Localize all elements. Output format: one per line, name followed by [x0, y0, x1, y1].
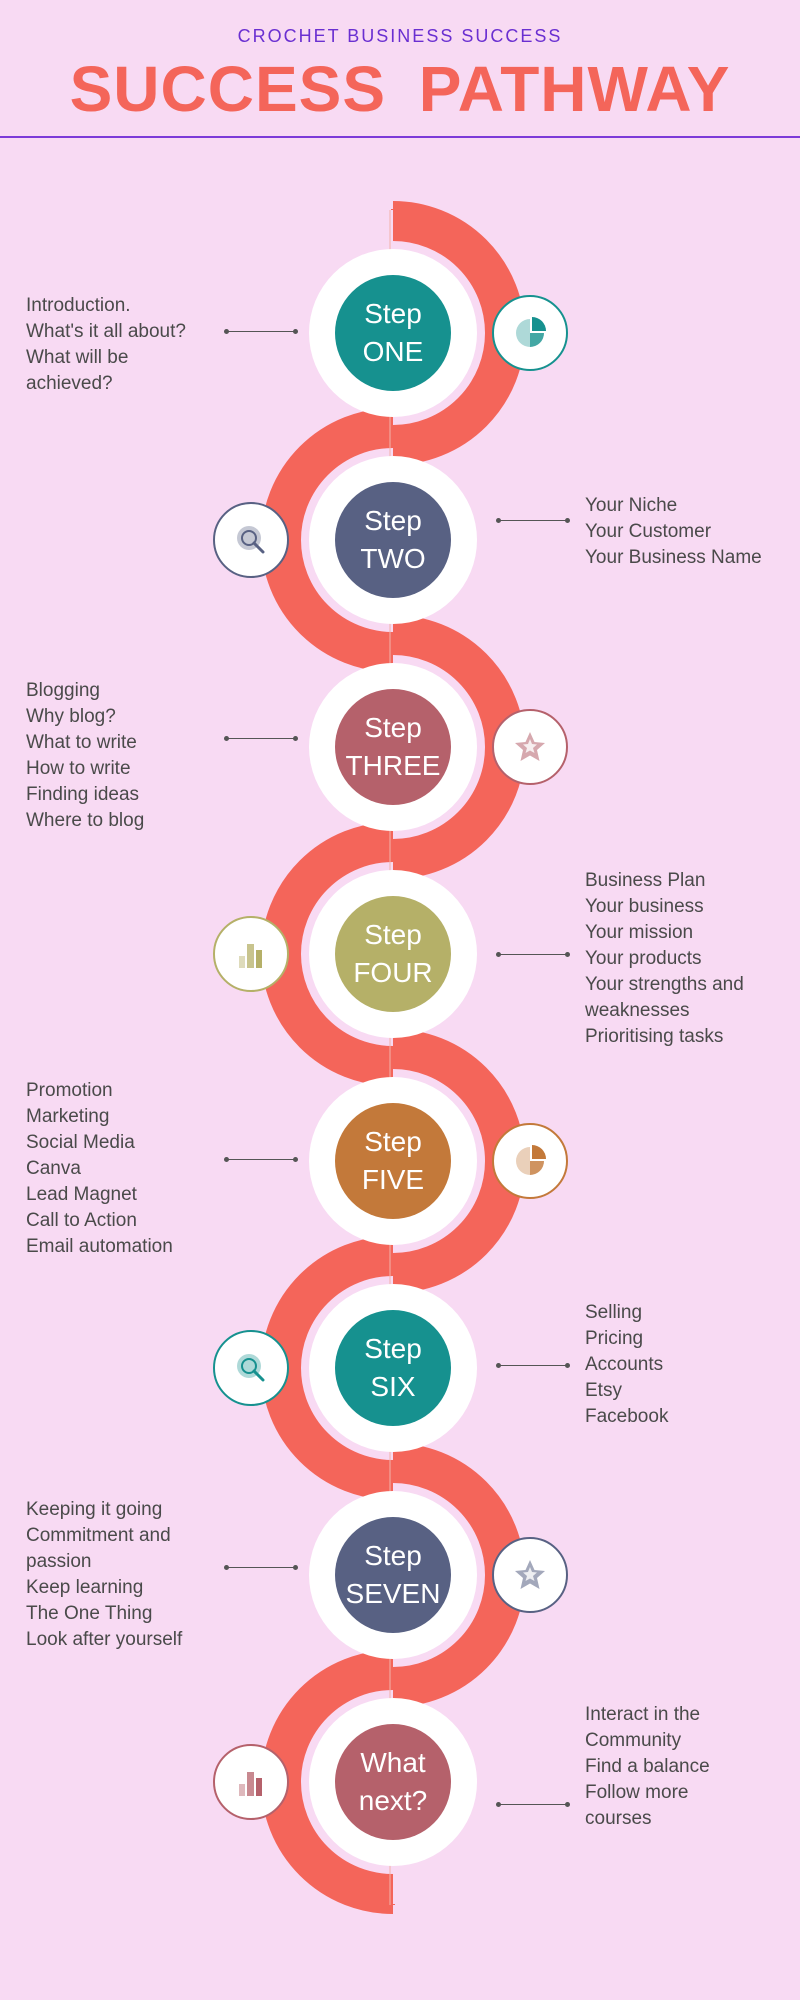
- step-circle: What next?: [335, 1724, 451, 1840]
- step-label-line1: Step: [364, 1540, 422, 1571]
- star-icon: [492, 1537, 568, 1613]
- step-label-line1: Step: [364, 1333, 422, 1364]
- pie-chart-icon: [492, 295, 568, 371]
- step-label-line1: Step: [364, 505, 422, 536]
- connector-line: [496, 1363, 570, 1368]
- connector-line: [496, 952, 570, 957]
- step-details-text: Keeping it going Commitment and passion …: [26, 1499, 183, 1650]
- step-details-text: Your Niche Your Customer Your Business N…: [585, 495, 762, 568]
- step-label-line1: Step: [364, 712, 422, 743]
- step-label-line2: SEVEN: [345, 1578, 441, 1609]
- magnifier-icon: [213, 502, 289, 578]
- step-label-line2: THREE: [345, 750, 441, 781]
- connector-line: [496, 518, 570, 523]
- connector-line: [224, 1565, 298, 1570]
- step-label-line2: next?: [358, 1785, 428, 1816]
- step-label-line1: Step: [364, 298, 422, 329]
- header-kicker: CROCHET BUSINESS SUCCESS: [237, 26, 563, 46]
- connector-line: [224, 736, 298, 741]
- pie-chart-icon: [492, 1123, 568, 1199]
- bar-chart-icon: [213, 1744, 289, 1820]
- step-details-text: Introduction. What's it all about? What …: [26, 295, 186, 394]
- page-title: SUCCESS PATHWAY: [69, 53, 731, 125]
- step-details-text: Interact in the Community Find a balance…: [585, 1704, 710, 1829]
- step-label-line2: ONE: [362, 336, 424, 367]
- step-details-text: Blogging Why blog? What to write How to …: [26, 680, 145, 831]
- path-cap: [391, 209, 395, 210]
- step-label-line1: What: [360, 1747, 426, 1778]
- connector-line: [496, 1802, 570, 1807]
- bar-chart-icon: [213, 916, 289, 992]
- step-label-line1: Step: [364, 919, 422, 950]
- header-divider: [0, 136, 800, 138]
- star-icon: [492, 709, 568, 785]
- step-details-text: Business Plan Your business Your mission…: [585, 870, 744, 1047]
- step-label-line2: FIVE: [361, 1164, 425, 1195]
- step-label-line2: SIX: [370, 1371, 416, 1402]
- step-details-text: Promotion Marketing Social Media Canva L…: [26, 1080, 173, 1257]
- connector-line: [224, 1157, 298, 1162]
- step-label-line2: TWO: [360, 543, 426, 574]
- magnifier-icon: [213, 1330, 289, 1406]
- connector-line: [224, 329, 298, 334]
- step-label-line1: Step: [364, 1126, 422, 1157]
- step-details-text: Selling Pricing Accounts Etsy Facebook: [585, 1302, 669, 1427]
- step-label-line2: FOUR: [353, 957, 433, 988]
- path-cap: [391, 1904, 395, 1905]
